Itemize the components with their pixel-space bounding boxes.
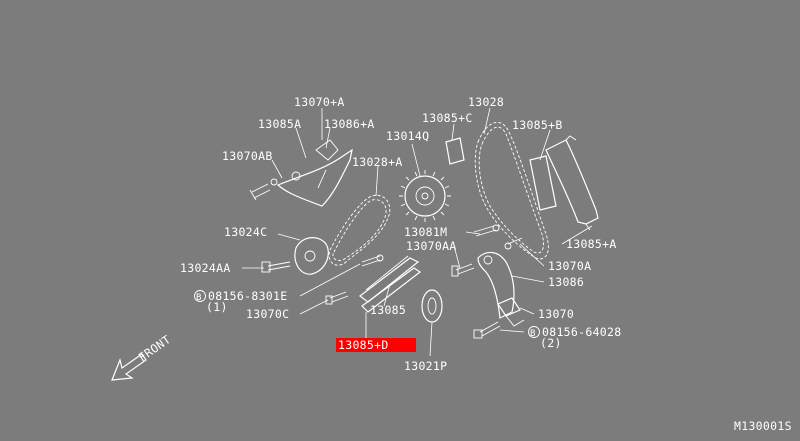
label-13085-d: 13085+D <box>338 338 389 352</box>
label-08156-64028-qty: (2) <box>540 336 562 350</box>
bolt-13024aa <box>261 261 291 273</box>
label-08156-64028: 08156-64028 <box>542 325 621 339</box>
callout-labels: 13070+A 13085A 13086+A 13070AB 13028 130… <box>180 95 621 373</box>
label-08156-8301e: 08156-8301E <box>208 289 287 303</box>
crank-sprocket <box>421 289 443 323</box>
bolt-13070ab <box>249 183 271 201</box>
chain-tensioner-13070 <box>497 297 525 327</box>
leader-lines <box>242 107 593 357</box>
bolt-08156-64028 <box>473 321 501 339</box>
label-13081m: 13081M <box>404 225 447 239</box>
label-13086-a: 13086+A <box>324 117 375 131</box>
label-13085: 13085 <box>370 303 406 317</box>
idler-sprocket <box>399 170 451 222</box>
figure-id: M130001S <box>734 419 792 433</box>
bolt-13070aa <box>451 263 475 277</box>
bolt-marker-1 <box>194 290 206 302</box>
cam-sprocket-left <box>294 237 329 275</box>
label-13021p: 13021P <box>404 359 447 373</box>
lower-guide-13085 <box>359 255 420 303</box>
label-13070aa: 13070AA <box>406 239 457 253</box>
bolt-marker-2-letter: B <box>530 329 536 339</box>
secondary-chain <box>328 194 391 266</box>
label-13024aa: 13024AA <box>180 261 231 275</box>
guide-13085d <box>361 267 422 313</box>
small-guide-13085c <box>445 137 465 165</box>
highlight-13085d <box>336 338 416 352</box>
label-13085a: 13085A <box>258 117 301 131</box>
label-13070c: 13070C <box>246 307 289 321</box>
guide-13085a-right <box>545 135 599 231</box>
pin-13081m <box>473 224 500 237</box>
bolt-marker-2 <box>528 326 540 338</box>
label-13070: 13070 <box>538 307 574 321</box>
label-13028: 13028 <box>468 95 504 109</box>
tensioner-arm-13086 <box>477 251 515 319</box>
label-13085-b: 13085+B <box>512 118 563 132</box>
label-13070-a: 13070+A <box>294 95 345 109</box>
label-13028-a: 13028+A <box>352 155 403 169</box>
label-13070ab: 13070AB <box>222 149 273 163</box>
bolt-13070a <box>504 237 523 250</box>
label-13014q: 13014Q <box>386 129 429 143</box>
main-timing-chain <box>474 121 549 260</box>
front-label: FRONT <box>136 332 174 364</box>
bolt-marker-1-letter: B <box>196 293 202 303</box>
label-13086: 13086 <box>548 275 584 289</box>
label-13024c: 13024C <box>224 225 267 239</box>
upper-chain-guide <box>270 139 353 207</box>
label-08156-8301e-qty: (1) <box>206 300 228 314</box>
bolt-13070c <box>325 291 349 305</box>
label-13085-c: 13085+C <box>422 111 473 125</box>
label-13070a: 13070A <box>548 259 591 273</box>
front-arrow: FRONT <box>111 332 174 381</box>
bolt-08156-8301e <box>361 254 384 267</box>
label-13085-a-right: 13085+A <box>566 237 617 251</box>
